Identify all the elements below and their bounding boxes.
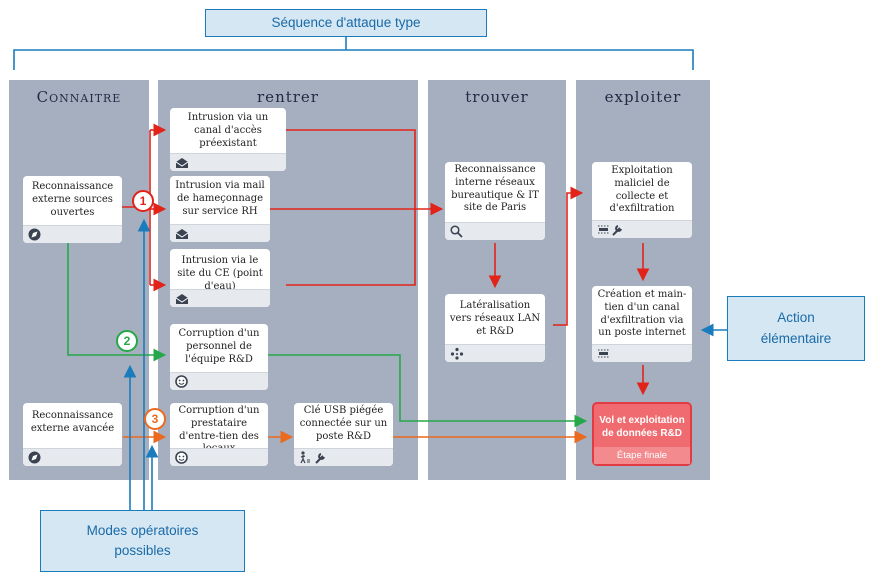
column-title-connaitre: Connaitre [36,88,122,106]
path-marker-3: 3 [144,408,166,430]
final-step-card[interactable]: Vol et exploitation de données R&D Étape… [592,402,692,466]
card-text: Intrusion via un canal d'accès préexista… [187,112,269,149]
card-cle-usb[interactable]: Clé USB piégée connectée sur un poste R&… [294,403,393,466]
envelope-icon [175,227,189,240]
card-creation-canal[interactable]: Création et main-tien d'un canal d'exfil… [592,286,692,362]
path-marker-1: 1 [132,190,154,212]
compass-icon [28,451,41,464]
card-exploitation-maliciel[interactable]: Exploitation maliciel de collecte et d'e… [592,162,692,238]
card-text: Corruption d'un personnel de l'équipe R&… [178,328,260,365]
card-lateralisation[interactable]: Latéralisation vers réseaux LAN et R&D [445,294,545,362]
card-text: Création et main-tien d'un canal d'exfil… [597,289,687,339]
card-footer [170,153,286,171]
card-text: Intrusion via le site du CE (point d'eau… [177,255,263,292]
card-footer [23,448,122,466]
card-reco-ext-sources[interactable]: Reconnaissance externe sources ouvertes [23,176,122,243]
card-corruption-prestataire[interactable]: Corruption d'un prestataire d'entre-tien… [170,403,268,466]
card-intrusion-mail[interactable]: Intrusion via mail de hameçonnage sur se… [170,176,270,242]
face-icon [175,451,188,464]
bug-wrench-icon [597,223,627,236]
compass-icon [28,228,41,241]
envelope-icon [175,156,189,169]
final-step-label: Étape finale [594,447,690,464]
card-text: Reconnaissance externe sources ouvertes [31,181,114,218]
path-marker-2: 2 [116,330,138,352]
walker-wrench-icon [299,451,329,464]
magnifier-icon [450,225,463,238]
card-footer [294,448,393,466]
column-title-trouver: trouver [465,88,529,106]
card-text: Reconnaissance interne réseaux bureautiq… [451,164,539,214]
callout-action-elementaire: Action élémentaire [727,296,865,361]
card-corruption-personnel[interactable]: Corruption d'un personnel de l'équipe R&… [170,324,268,390]
card-intrusion-canal[interactable]: Intrusion via un canal d'accès préexista… [170,108,286,171]
network-icon [450,347,464,360]
card-footer [170,372,268,390]
final-step-title: Vol et exploitation de données R&D [599,415,685,439]
card-text: Latéralisation vers réseaux LAN et R&D [449,300,541,337]
card-footer [592,220,692,238]
card-footer [445,344,545,362]
callout-modes-operatoires: Modes opératoires possibles [40,510,245,572]
card-footer [592,344,692,362]
card-footer [170,448,268,466]
card-footer [170,224,270,242]
card-footer [170,289,270,307]
column-title-rentrer: rentrer [257,88,319,106]
column-title-exploiter: exploiter [604,88,682,106]
card-text: Intrusion via mail de hameçonnage sur se… [175,180,265,217]
card-reco-interne[interactable]: Reconnaissance interne réseaux bureautiq… [445,162,545,240]
card-intrusion-site[interactable]: Intrusion via le site du CE (point d'eau… [170,249,270,307]
card-text: Exploitation maliciel de collecte et d'e… [609,165,675,215]
bug-icon [597,347,611,360]
card-footer [23,225,122,243]
sequence-title: Séquence d'attaque type [205,9,487,37]
card-text: Clé USB piégée connectée sur un poste R&… [299,405,388,442]
card-reco-ext-avancee[interactable]: Reconnaissance externe avancée [23,403,122,466]
card-text: Reconnaissance externe avancée [30,410,115,434]
face-icon [175,375,188,388]
card-footer [445,222,545,240]
envelope-icon [175,292,189,305]
